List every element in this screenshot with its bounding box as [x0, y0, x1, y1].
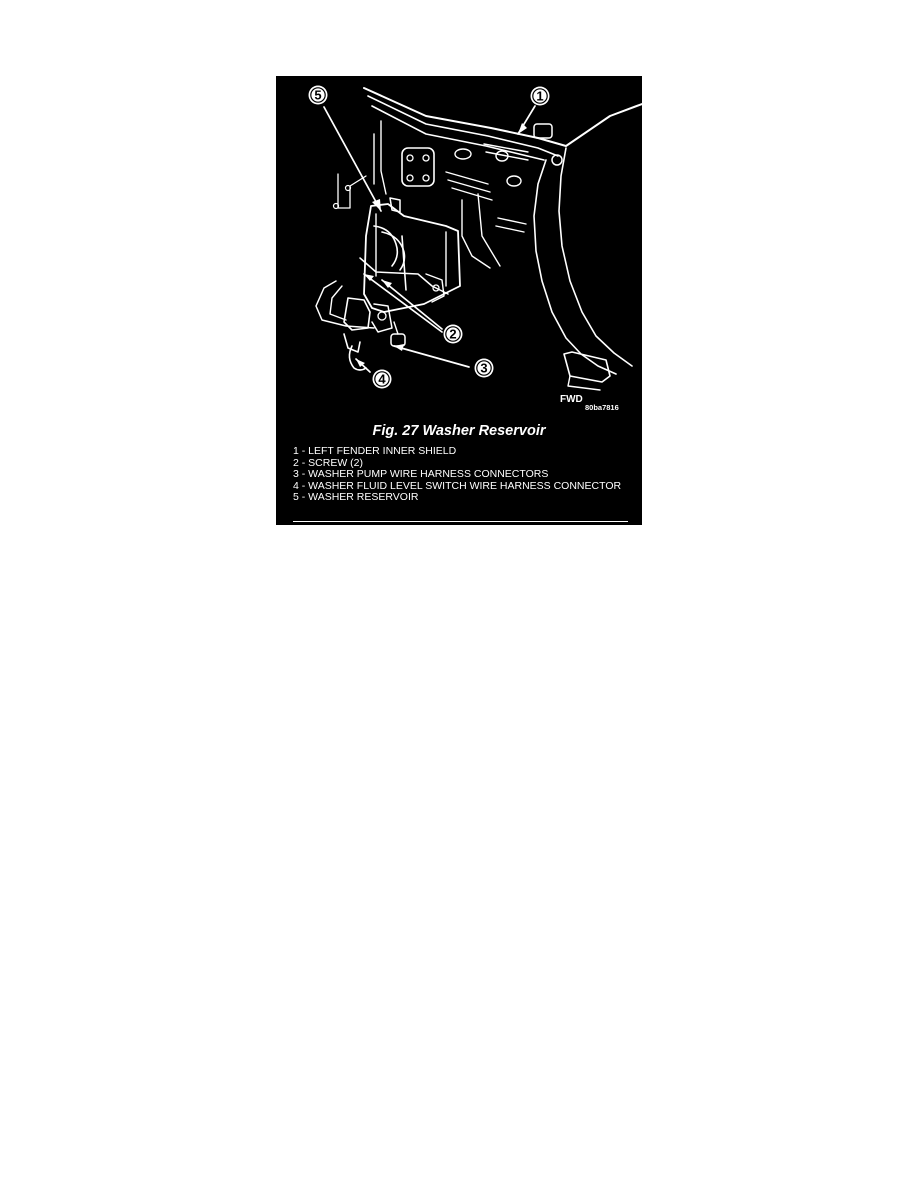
- level-switch-connector: [343, 333, 367, 371]
- figure-panel: 1 2 3 4 5 FWD 80ba7816 Fig. 27 Washer Re…: [276, 76, 642, 525]
- image-code: 80ba7816: [585, 403, 619, 412]
- pump-connector: [390, 321, 406, 347]
- legend-item: 1 - LEFT FENDER INNER SHIELD: [293, 445, 457, 457]
- fender-inner-shield: [332, 87, 642, 375]
- svg-text:3: 3: [480, 361, 487, 376]
- legend-item: 5 - WASHER RESERVOIR: [293, 491, 419, 504]
- svg-text:2: 2: [449, 327, 456, 342]
- callout-3: 3: [474, 358, 494, 378]
- leader-lines: [323, 105, 536, 373]
- fwd-indicator-icon: [563, 351, 611, 383]
- svg-text:4: 4: [378, 372, 386, 387]
- legend-item: 2 - SCREW (2): [293, 456, 364, 469]
- washer-reservoir-illustration: 1 2 3 4 5 FWD 80ba7816: [308, 85, 642, 412]
- figure-legend: 1 - LEFT FENDER INNER SHIELD 2 - SCREW (…: [293, 445, 633, 504]
- callout-4: 4: [372, 369, 392, 389]
- bottom-rule: [293, 521, 628, 522]
- figure-title: Fig. 27 Washer Reservoir: [372, 423, 546, 439]
- washer-reservoir: [315, 197, 461, 333]
- callout-2: 2: [443, 324, 463, 344]
- svg-text:1: 1: [536, 89, 543, 104]
- callout-5: 5: [308, 85, 328, 105]
- callout-1: 1: [530, 86, 550, 106]
- svg-text:5: 5: [314, 88, 321, 103]
- legend-item: 3 - WASHER PUMP WIRE HARNESS CONNECTORS: [293, 468, 549, 481]
- leader-arrowheads: [356, 123, 527, 367]
- fwd-label: FWD: [560, 394, 583, 405]
- legend-item: 4 - WASHER FLUID LEVEL SWITCH WIRE HARNE…: [293, 479, 622, 492]
